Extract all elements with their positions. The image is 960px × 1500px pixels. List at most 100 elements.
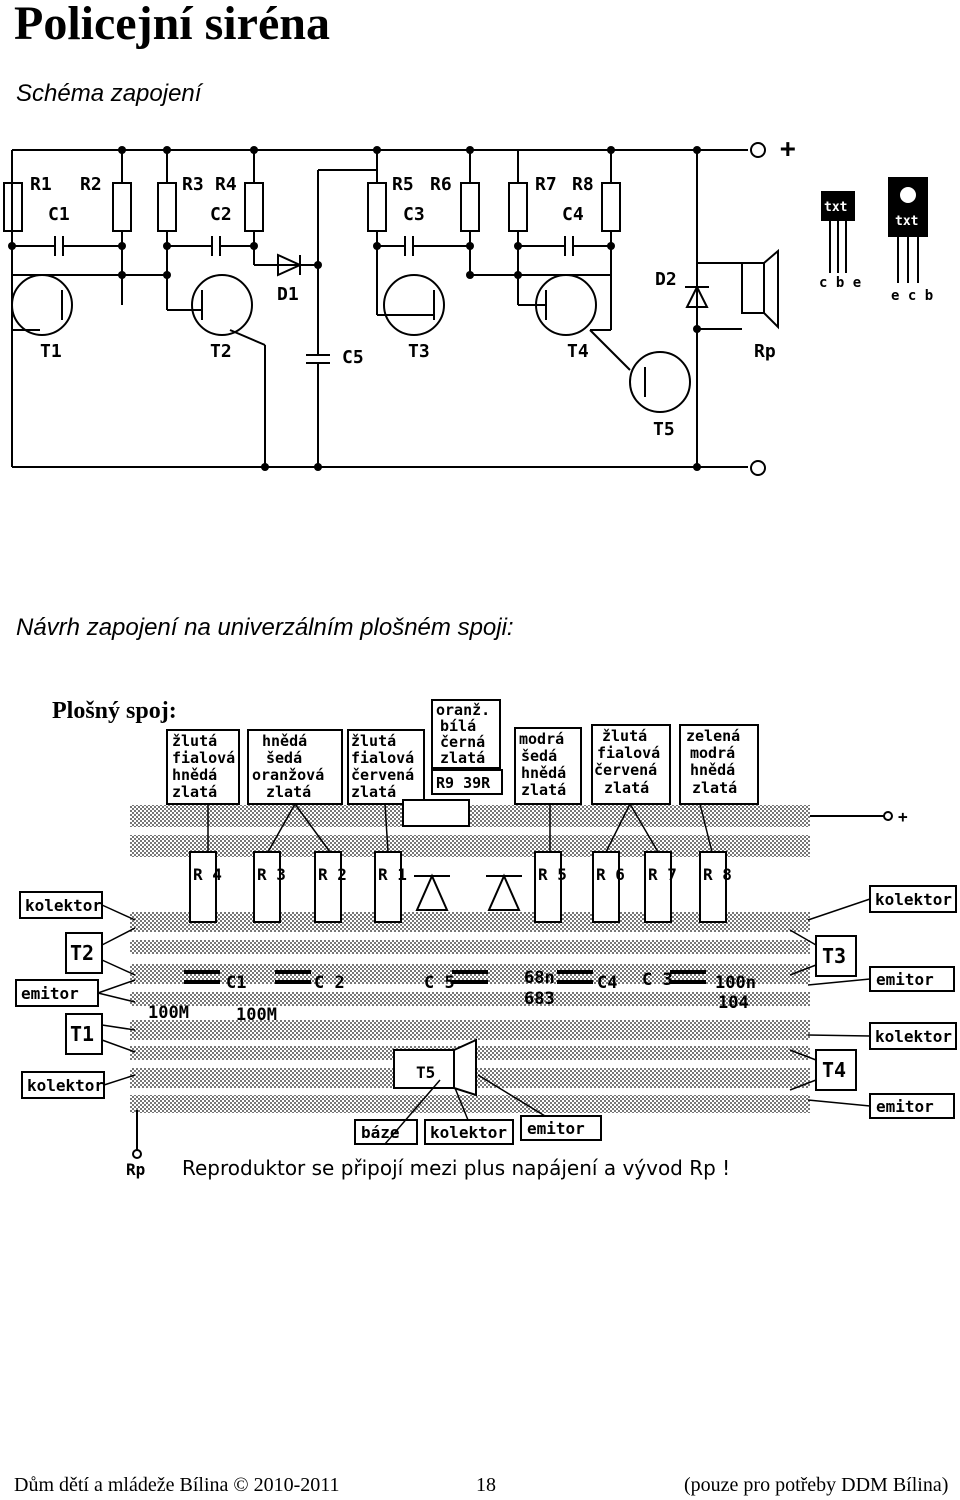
r9-color-3: černá <box>440 733 485 751</box>
r9-color-4: zlatá <box>440 749 485 767</box>
r1-color-2: fialová <box>351 749 414 767</box>
pin-baze-t5: báze <box>361 1123 400 1142</box>
pcb-layout: Plošný spoj: žlutá fialová hnědá zlatá h… <box>15 698 957 1180</box>
pcb-r3: R 3 <box>257 865 286 884</box>
pcb-c4: C4 <box>597 973 617 993</box>
r9-label: R9 39R <box>436 774 491 792</box>
label-r2: R2 <box>80 174 102 195</box>
pcb-r6: R 6 <box>596 865 625 884</box>
pcb-heading: Plošný spoj: <box>52 698 177 724</box>
pin-t2: T2 <box>70 941 94 965</box>
page-title: Policejní siréna <box>14 0 330 50</box>
pin-kolektor-t1: kolektor <box>27 1076 104 1095</box>
pcb-note: Reproduktor se připojí mezi plus napájen… <box>182 1156 730 1180</box>
r9-color-2: bílá <box>440 717 476 735</box>
pin-kolektor-t2: kolektor <box>25 896 102 915</box>
label-t4: T4 <box>567 341 589 362</box>
r3r2-color-1: hnědá <box>262 732 307 750</box>
r5-color-1: modrá <box>519 730 564 748</box>
r8-color-1: zelená <box>686 727 740 745</box>
pin-kolektor-t3: kolektor <box>875 890 952 909</box>
footer-right: (pouze pro potřeby DDM Bílina) <box>684 1474 949 1496</box>
pkg1-txt: txt <box>824 200 847 215</box>
pcb-c5: C 5 <box>424 973 455 993</box>
footer-page-number: 18 <box>476 1474 496 1496</box>
r3r2-color-4: zlatá <box>266 783 311 801</box>
pcb-r7: R 7 <box>648 865 677 884</box>
r5-color-4: zlatá <box>521 781 566 799</box>
label-d1: D1 <box>277 284 299 305</box>
label-c5: C5 <box>342 347 364 368</box>
pcb-c3-value-1: 100n <box>715 973 756 993</box>
pcb-c4-value-1: 68n <box>524 968 555 988</box>
label-r8: R8 <box>572 174 594 195</box>
r6r7-color-3: červená <box>594 761 657 779</box>
pin-kolektor-t4: kolektor <box>875 1027 952 1046</box>
pcb-r1: R 1 <box>378 865 407 884</box>
footer-left: Dům dětí a mládeže Bílina © 2010-2011 <box>14 1474 340 1496</box>
pcb-c1: C1 <box>226 973 246 993</box>
pcb-r5: R 5 <box>538 865 567 884</box>
r1-color-1: žlutá <box>351 732 396 750</box>
label-c2: C2 <box>210 204 232 225</box>
pin-kolektor-t5: kolektor <box>430 1123 507 1142</box>
label-r1: R1 <box>30 174 52 195</box>
pcb-c3-value-2: 104 <box>718 993 749 1013</box>
pcb-r4: R 4 <box>193 865 222 884</box>
pcb-c2: C 2 <box>314 973 345 993</box>
r6r7-color-2: fialová <box>597 744 660 762</box>
pcb-r8: R 8 <box>703 865 732 884</box>
pcb-c2-value: 100M <box>236 1005 277 1025</box>
label-t3: T3 <box>408 341 430 362</box>
r8-color-2: modrá <box>690 744 735 762</box>
r1-color-4: zlatá <box>351 783 396 801</box>
pcb-rp: Rp <box>126 1160 145 1179</box>
label-t2: T2 <box>210 341 232 362</box>
label-r3: R3 <box>182 174 204 195</box>
label-c4: C4 <box>562 204 584 225</box>
r4-color-3: hnědá <box>172 766 217 784</box>
label-plus: + <box>780 134 796 164</box>
label-t1: T1 <box>40 341 62 362</box>
pin-emitor-t5: emitor <box>527 1119 585 1138</box>
pin-emitor-left: emitor <box>21 984 79 1003</box>
pcb-c1-value: 100M <box>148 1003 189 1023</box>
pkg2-pins: e c b <box>891 288 933 304</box>
r1-color-3: červená <box>351 766 414 784</box>
r3r2-color-3: oranžová <box>252 766 324 784</box>
circuit-schematic: R1 R2 R3 R4 R5 R6 R7 R8 C1 C2 C3 C4 C5 T… <box>3 134 933 476</box>
label-r6: R6 <box>430 174 452 195</box>
r5-color-2: šedá <box>521 747 557 765</box>
pcb-t5: T5 <box>416 1063 435 1082</box>
label-c1: C1 <box>48 204 70 225</box>
r5-color-3: hnědá <box>521 764 566 782</box>
r6r7-color-4: zlatá <box>604 779 649 797</box>
label-d2: D2 <box>655 269 677 290</box>
pin-emitor-t3: emitor <box>876 970 934 989</box>
pcb-plus: + <box>898 807 908 826</box>
label-r7: R7 <box>535 174 557 195</box>
pin-emitor-t4: emitor <box>876 1097 934 1116</box>
label-c3: C3 <box>403 204 425 225</box>
pin-t4: T4 <box>822 1058 846 1082</box>
label-r4: R4 <box>215 174 237 195</box>
r6r7-color-1: žlutá <box>602 727 647 745</box>
label-t5: T5 <box>653 419 675 440</box>
r4-color-2: fialová <box>172 749 235 767</box>
pcb-r2: R 2 <box>318 865 347 884</box>
label-r5: R5 <box>392 174 414 195</box>
pin-t1: T1 <box>70 1022 94 1046</box>
r9-color-1: oranž. <box>436 701 490 719</box>
r8-color-4: zlatá <box>692 779 737 797</box>
pkg1-pins: c b e <box>819 275 861 291</box>
pkg2-txt: txt <box>895 214 918 229</box>
pcb-c4-value-2: 683 <box>524 989 555 1009</box>
r3r2-color-2: šedá <box>266 749 302 767</box>
r4-color-1: žlutá <box>172 732 217 750</box>
section-heading-schematic: Schéma zapojení <box>16 80 202 107</box>
pcb-c3: C 3 <box>642 970 673 990</box>
section-heading-pcb: Návrh zapojení na univerzálním plošném s… <box>16 614 514 641</box>
r8-color-3: hnědá <box>690 761 735 779</box>
r4-color-4: zlatá <box>172 783 217 801</box>
label-rp: Rp <box>754 341 776 362</box>
